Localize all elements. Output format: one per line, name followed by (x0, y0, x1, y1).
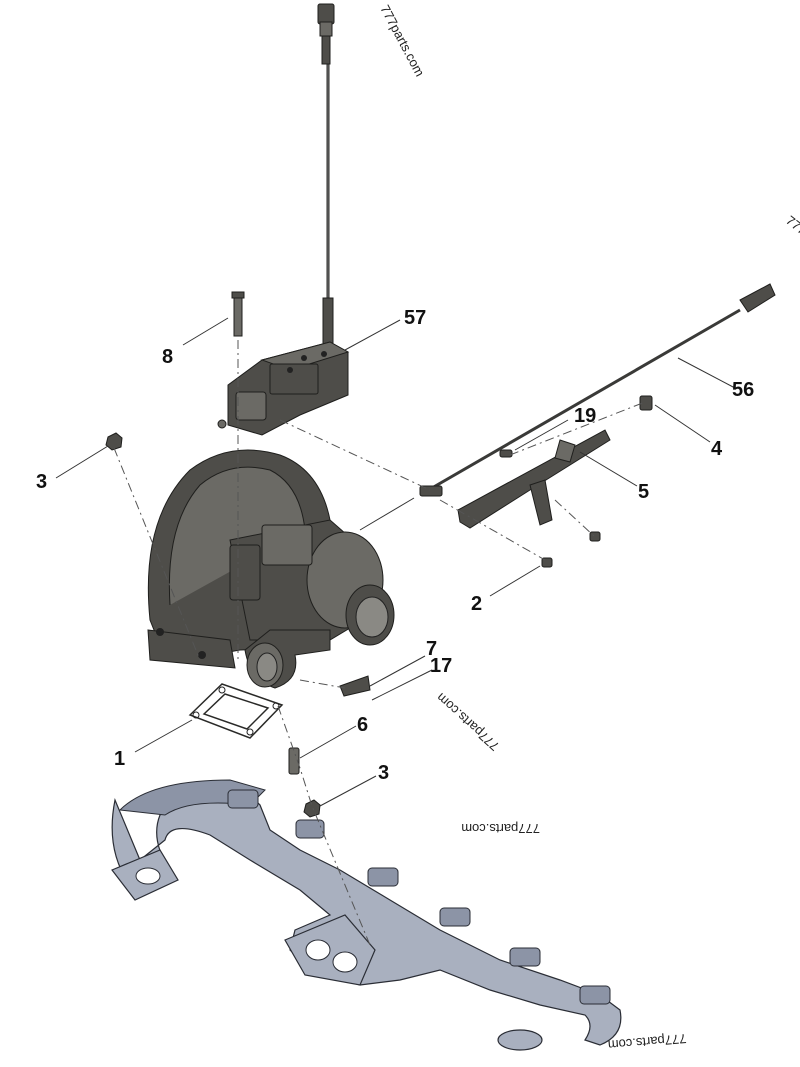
callout-3-lower: 3 (378, 762, 389, 784)
callout-3-upper: 3 (36, 471, 47, 493)
watermark-top: 777parts.com (377, 2, 427, 79)
watermark-bottom: 777parts.com (607, 1031, 687, 1053)
callout-4: 4 (711, 438, 723, 460)
gasket-part-1 (188, 683, 284, 739)
nut-part-3-lower (303, 799, 321, 818)
watermark-lower: 777parts.com (461, 821, 540, 836)
watermark-right: 777 (783, 213, 800, 238)
callout-2: 2 (471, 593, 482, 615)
actuator-part-57 (217, 341, 350, 436)
actuator-cable (317, 3, 335, 347)
watermarks: 777parts.com 777 777parts.com 777parts.c… (377, 2, 800, 1052)
stud-part-6 (288, 747, 300, 775)
callout-19: 19 (574, 405, 596, 427)
assembly-lines (113, 340, 646, 946)
turbocharger (147, 449, 395, 689)
bracket-part-5 (457, 429, 611, 529)
bolt-small (589, 531, 601, 542)
callout-5: 5 (638, 481, 649, 503)
clip-part-4 (639, 395, 653, 411)
sensor-cable-part-56 (419, 283, 776, 497)
callout-7: 7 (426, 638, 437, 660)
exhaust-manifold (111, 779, 622, 1051)
leader-lines (55, 317, 736, 807)
callout-6: 6 (357, 714, 368, 736)
callout-56: 56 (732, 379, 754, 401)
callout-1: 1 (114, 748, 125, 770)
callout-labels: 8 57 3 56 19 4 5 2 7 17 6 1 3 (36, 307, 754, 784)
nut-part-3-upper (105, 432, 123, 451)
clamp-part-7 (339, 675, 371, 697)
callout-57: 57 (404, 307, 426, 329)
callout-8: 8 (162, 346, 173, 368)
bolt-part-19 (499, 449, 513, 458)
bolt-part-8 (231, 291, 245, 337)
callout-17: 17 (430, 655, 452, 677)
watermark-middle: 777parts.com (433, 690, 502, 754)
